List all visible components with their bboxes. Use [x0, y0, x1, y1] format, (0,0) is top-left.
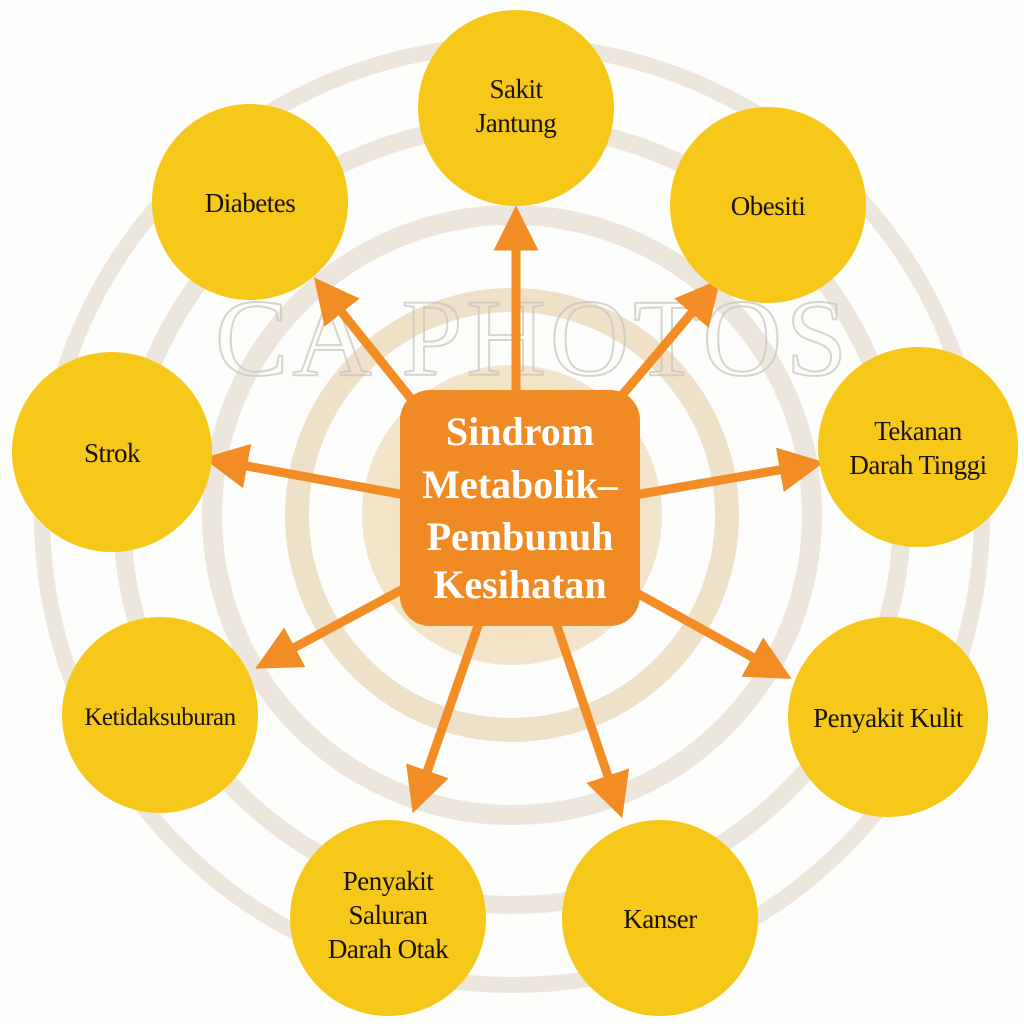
node-ketidaksuburan: Ketidaksuburan [62, 617, 258, 813]
node-obesiti: Obesiti [670, 107, 866, 303]
center-line-1: Sindrom [446, 409, 594, 454]
center-line-2: Metabolik– [422, 462, 619, 507]
node-sakit-jantung: Sakit Jantung [418, 10, 614, 206]
arrow-diabetes [313, 277, 416, 403]
node-label: Ketidaksuburan [84, 704, 236, 731]
arrows [202, 205, 825, 819]
node-tekanan-darah-tinggi: Tekanan Darah Tinggi [818, 347, 1018, 547]
arrow-strok [202, 443, 406, 500]
arrow-ketidaksuburan [255, 584, 408, 669]
node-label: Penyakit [343, 866, 434, 896]
node-label: Darah Tinggi [849, 450, 986, 480]
node-label: Jantung [476, 108, 557, 138]
center-line-3: Pembunuh [427, 514, 614, 559]
node-label: Obesiti [731, 191, 806, 221]
arrow-kanser [550, 618, 630, 819]
node-kanser: Kanser [562, 820, 758, 1016]
node-label: Sakit [489, 74, 543, 104]
node-diabetes: Diabetes [152, 104, 348, 300]
arrow-saluran-darah [406, 618, 485, 814]
node-label: Penyakit Kulit [813, 703, 964, 733]
center-line-4: Kesihatan [433, 562, 606, 607]
node-strok: Strok [12, 352, 212, 552]
node-label: Darah Otak [328, 934, 449, 964]
center-box: Sindrom Metabolik– Pembunuh Kesihatan [400, 390, 640, 626]
node-penyakit-kulit: Penyakit Kulit [788, 617, 988, 817]
node-label: Saluran [349, 900, 429, 930]
node-label: Tekanan [874, 416, 963, 446]
arrow-penyakit-kulit [632, 588, 792, 679]
node-penyakit-saluran-darah-otak: Penyakit Saluran Darah Otak [290, 820, 486, 1016]
node-label: Kanser [623, 904, 697, 934]
arrow-obesiti [614, 278, 721, 403]
node-label: Diabetes [205, 188, 295, 218]
arrow-tekanan-darah [634, 447, 825, 500]
node-label: Strok [84, 438, 141, 468]
